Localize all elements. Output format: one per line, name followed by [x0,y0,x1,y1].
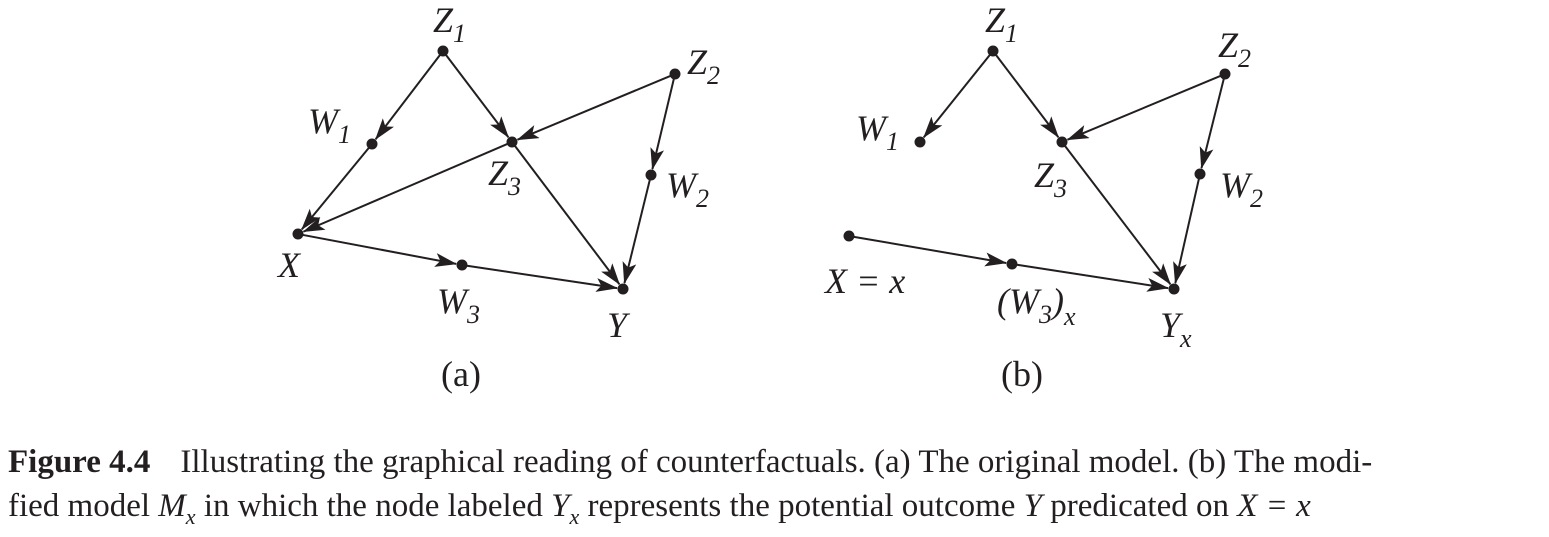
node-symbol: Y [551,488,570,524]
node-y [617,283,629,295]
node-label-z3: Z3 [1034,155,1067,203]
node-label-w1: W1 [308,101,351,149]
caption-line-1: Figure 4.4 Illustrating the graphical rea… [8,440,1543,484]
edge-z1-to-z3 [445,54,510,139]
caption-text-2c: represents the potential outcome [579,488,1024,524]
node-label-w2: W2 [1220,165,1263,213]
node-x [292,228,304,240]
node-label-z3: Z3 [488,153,521,201]
edge-w3-to-y [466,264,619,292]
node-w2 [1194,168,1206,180]
node-w1 [914,136,926,148]
node-y [1168,283,1180,295]
edge-z3-to-y [1064,145,1172,286]
node-z3 [1056,136,1068,148]
node-label-z2: Z2 [687,42,720,90]
edge-z1-to-w1 [922,54,991,139]
intervention-text: X = x [1237,488,1311,524]
node-label-w3: W3 [437,281,480,329]
edge-z3-to-y [514,145,621,286]
panel-label-b: (b) [1001,354,1043,394]
node-z1 [987,45,999,57]
node-label-w1: W1 [856,108,899,156]
node-label-y: Y [607,305,631,345]
caption-text-2d: predicated on [1042,488,1238,524]
caption-line-2: fied model Mx in which the node labeled … [8,484,1543,528]
node-label-y: Yx [1160,305,1192,353]
node-label-z2: Z2 [1218,25,1251,73]
edge-x-to-w3 [853,235,1008,267]
figure-number: Figure 4.4 [8,444,151,480]
node-label-z1: Z1 [433,0,466,48]
node-z3 [506,136,518,148]
edge-z2-to-z3 [1066,75,1221,141]
node-z2 [1219,68,1231,80]
edge-w2-to-y [622,179,651,285]
node-z2 [669,68,681,80]
edge-x-to-w3 [302,233,458,267]
node-label-w3: (W3)x [997,281,1076,331]
caption-text-2a: fied model [8,488,159,524]
model-symbol: M [158,488,186,524]
edge-z1-to-w1 [374,54,441,141]
edge-z3-to-x [302,143,508,233]
node-z1 [437,45,449,57]
edge-w3-to-y [1016,263,1170,292]
model-subscript: x [185,504,196,529]
node-label-w2: W2 [666,165,709,213]
caption-text-2b: in which the node labeled [195,488,552,524]
node-label-z1: Z1 [985,0,1018,48]
node-label-x: X = x [823,261,905,301]
edge-z2-to-w2 [1199,78,1225,170]
node-x [843,230,855,242]
edge-w1-to-x [301,147,370,231]
edge-w2-to-y [1173,178,1200,285]
node-w3 [1006,258,1018,270]
edge-z1-to-z3 [995,54,1060,139]
node-subscript: x [569,504,580,529]
outcome-symbol: Y [1023,488,1043,524]
node-w3 [456,259,468,271]
figure-caption: Figure 4.4 Illustrating the graphical rea… [8,440,1543,528]
node-w2 [645,169,657,181]
node-w1 [366,138,378,150]
caption-text-1: Illustrating the graphical reading of co… [180,444,1373,480]
node-label-x: X [276,245,302,285]
edge-z2-to-w2 [650,78,675,171]
panel-label-a: (a) [441,354,481,394]
edge-z2-to-z3 [516,75,671,141]
